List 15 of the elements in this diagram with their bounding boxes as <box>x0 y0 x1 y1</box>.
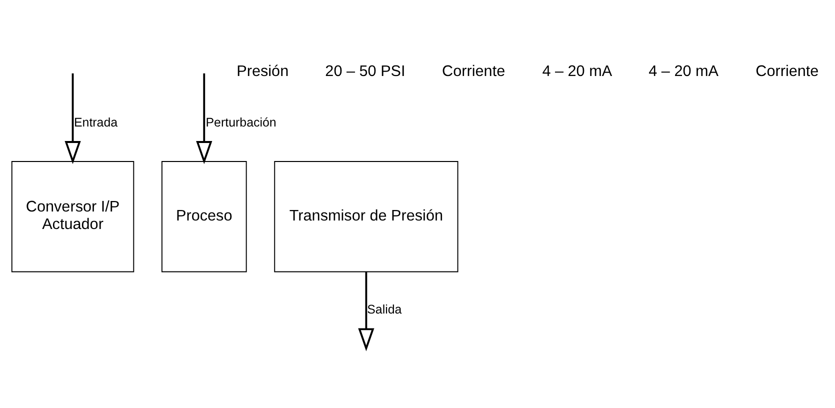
node-box: Proceso <box>161 160 247 272</box>
arrow <box>358 271 374 351</box>
edge-label: Entrada <box>74 114 118 129</box>
arrow <box>196 72 212 164</box>
edge-label: Salida <box>367 302 402 316</box>
label: 20 – 50 PSI <box>325 62 406 80</box>
label: Presión <box>236 62 289 80</box>
label: 4 – 20 mA <box>542 62 612 80</box>
edge-label: Perturbación <box>206 114 276 129</box>
node-box: Conversor I/P Actuador <box>11 160 134 272</box>
label: 4 – 20 mA <box>648 62 719 80</box>
label: Corriente <box>756 62 819 80</box>
arrow <box>64 72 81 164</box>
label: Corriente <box>442 62 506 80</box>
node-box: Transmisor de Presión <box>274 160 458 272</box>
